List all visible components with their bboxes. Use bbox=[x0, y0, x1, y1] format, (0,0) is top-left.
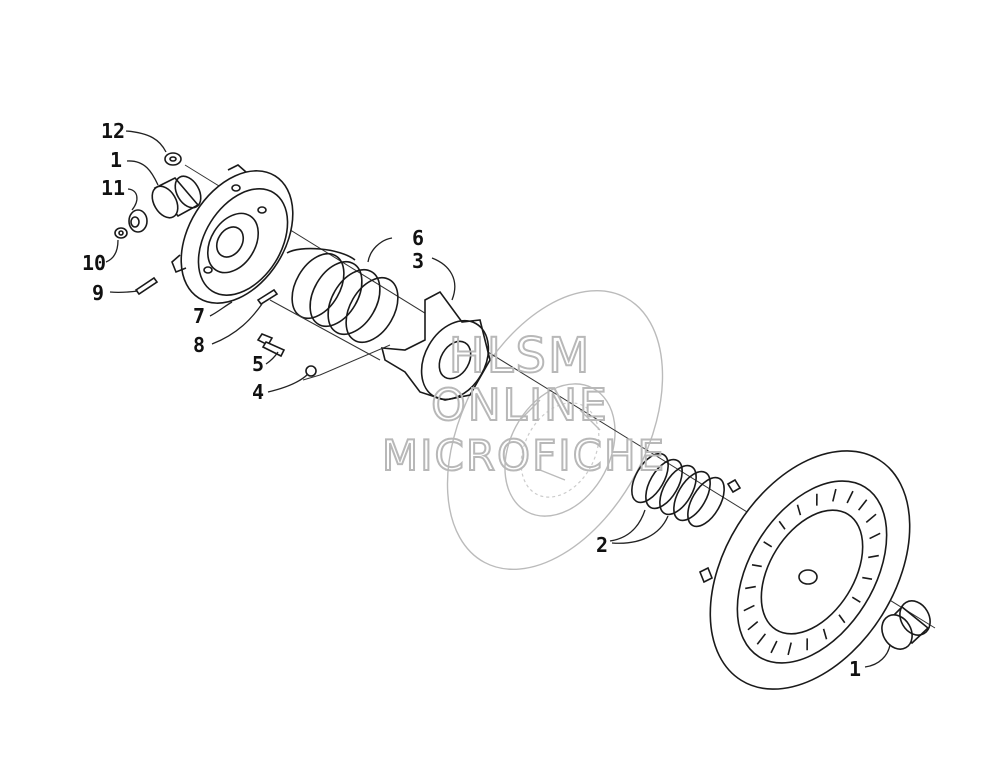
sheave-fin bbox=[756, 633, 767, 645]
sheave-fin bbox=[778, 520, 786, 530]
callout-7: 7 bbox=[193, 304, 205, 328]
sheave-fin bbox=[851, 596, 861, 603]
cam-part bbox=[380, 290, 491, 401]
sheave-fin bbox=[846, 490, 854, 504]
callout-2: 2 bbox=[596, 533, 608, 557]
callout-5: 5 bbox=[252, 352, 264, 376]
bushing-bottom-part bbox=[881, 600, 931, 650]
sheave-fin bbox=[770, 640, 778, 654]
bushing-top-part bbox=[151, 175, 202, 219]
leader-lines bbox=[105, 130, 891, 668]
callout-10: 10 bbox=[82, 251, 106, 275]
pin-part bbox=[134, 276, 159, 296]
watermark-line-2: ONLINE bbox=[431, 380, 609, 431]
spring-large-part bbox=[286, 247, 399, 344]
washer-part bbox=[114, 227, 128, 239]
callout-4: 4 bbox=[252, 380, 264, 404]
roller-part bbox=[128, 209, 148, 233]
sheave-fin bbox=[747, 621, 759, 631]
movable-sheave-part bbox=[698, 450, 911, 690]
spider-plate-part bbox=[171, 164, 294, 306]
sheave-fin bbox=[745, 585, 756, 590]
sheave-fin bbox=[796, 504, 802, 516]
callout-11: 11 bbox=[101, 176, 125, 200]
watermark-line-1: HLSM bbox=[449, 328, 592, 384]
callout-3: 3 bbox=[412, 249, 424, 273]
sheave-fin bbox=[743, 604, 755, 612]
sheave-fin bbox=[857, 499, 868, 511]
callout-1-bottom: 1 bbox=[849, 657, 861, 681]
sheave-fin bbox=[751, 564, 762, 568]
watermark-line-3: MICROFICHE bbox=[382, 431, 666, 480]
sheave-fin bbox=[862, 576, 873, 580]
callout-9: 9 bbox=[92, 281, 104, 305]
sheave-fin bbox=[822, 628, 828, 640]
spring-small-part bbox=[631, 452, 725, 528]
watermark: HLSM ONLINE MICROFICHE bbox=[381, 327, 666, 481]
sheave-fin bbox=[832, 488, 837, 502]
sheave-fin bbox=[838, 614, 846, 624]
small-washer-part bbox=[305, 365, 317, 377]
callout-labels: 12 1 11 10 9 7 8 6 3 5 4 2 1 bbox=[82, 119, 861, 681]
sheave-fin bbox=[763, 541, 773, 548]
sheave-fin bbox=[868, 554, 879, 559]
sheave-fin bbox=[865, 513, 877, 523]
sheave-fins bbox=[743, 488, 881, 656]
sheave-fin bbox=[787, 642, 792, 656]
bolt-part bbox=[256, 333, 286, 358]
callout-8: 8 bbox=[193, 333, 205, 357]
nut-part bbox=[164, 152, 182, 166]
callout-1-top: 1 bbox=[110, 148, 122, 172]
callout-6: 6 bbox=[412, 226, 424, 250]
sheave-fin bbox=[869, 532, 881, 540]
callout-12: 12 bbox=[101, 119, 125, 143]
